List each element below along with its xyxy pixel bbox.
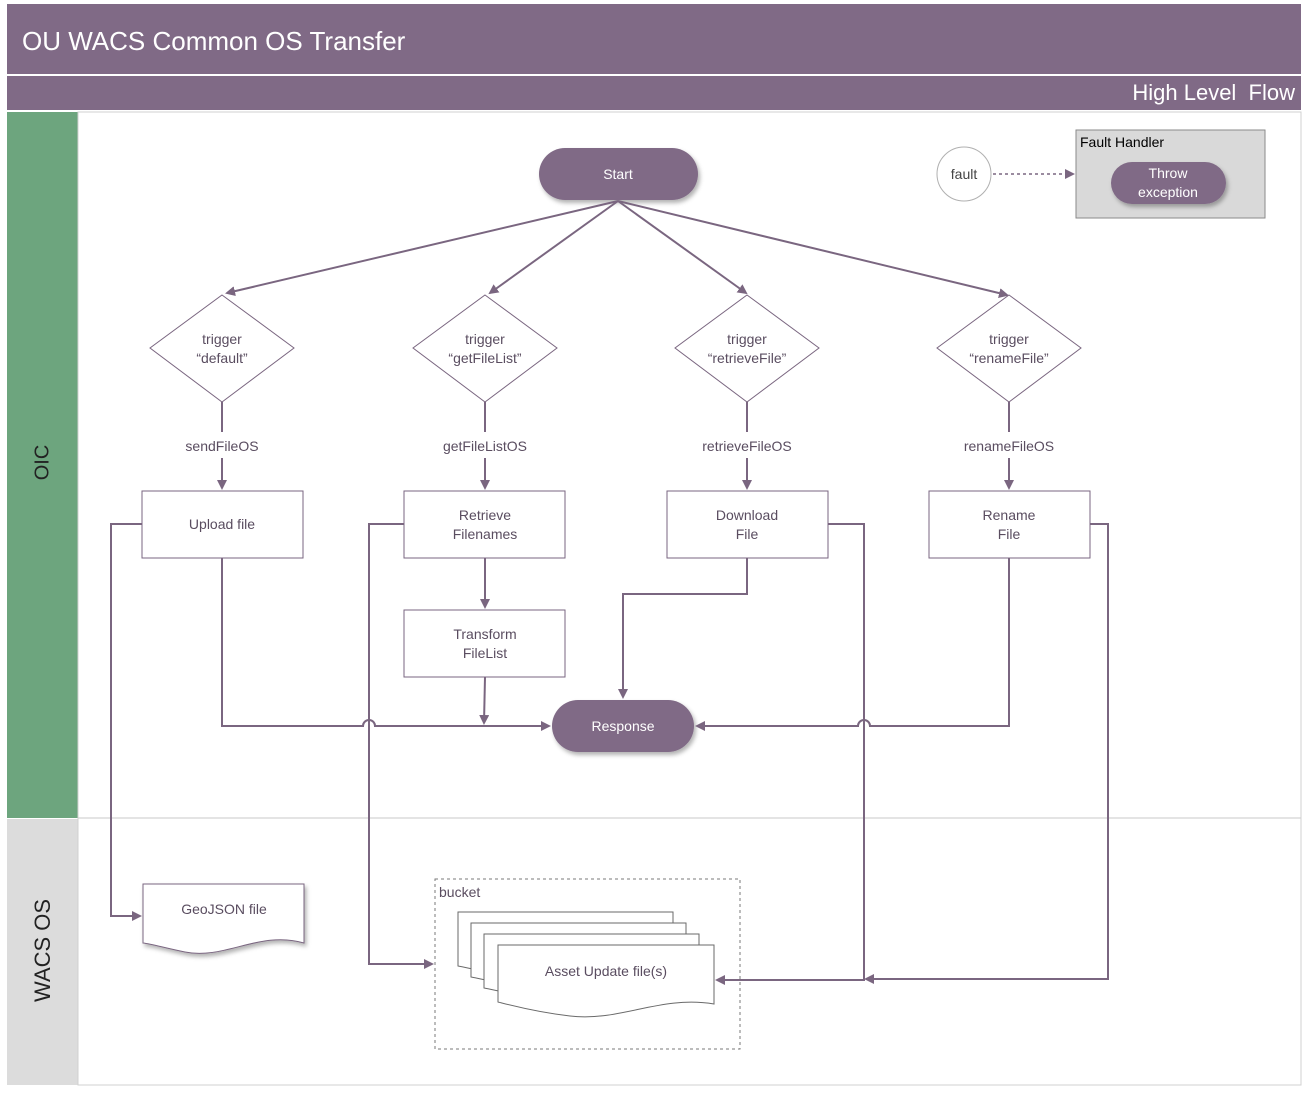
start-label: Start (603, 166, 633, 182)
asset-update-files-label: Asset Update file(s) (545, 963, 667, 979)
download-line1: Download (716, 507, 778, 523)
op-sendfileos: sendFileOS (185, 438, 258, 454)
trigger-renamefile-name: “renameFile” (969, 350, 1049, 366)
throw-exception-node (1111, 162, 1226, 204)
retrieve-line1: Retrieve (459, 507, 511, 523)
throw-line2: exception (1138, 184, 1198, 200)
rename-file-box: Rename File (928, 490, 1091, 559)
upload-file-label: Upload file (189, 516, 255, 532)
trigger-renamefile-word: trigger (989, 331, 1029, 347)
lane-wacs-os: WACS OS (7, 819, 78, 1085)
trigger-getfilelist-word: trigger (465, 331, 505, 347)
op-renamefileos: renameFileOS (964, 438, 1054, 454)
transform-filelist-box: Transform FileList (403, 609, 566, 678)
start-node (539, 148, 698, 200)
storage-connectors (110, 523, 1109, 985)
trigger-getfilelist-diamond: trigger “getFileList” (412, 294, 558, 403)
start-connectors (225, 200, 1009, 298)
diagram-title: OU WACS Common OS Transfer (22, 26, 406, 56)
operation-connectors (217, 402, 1014, 490)
fault-handler-group: Fault Handler Throw exception (1075, 129, 1266, 219)
bucket-label: bucket (439, 884, 480, 900)
fault-handler-title: Fault Handler (1080, 134, 1164, 150)
subtitle-bar: High Level Flow (7, 76, 1301, 110)
geojson-file-document: GeoJSON file (142, 883, 305, 954)
trigger-getfilelist-name: “getFileList” (448, 350, 521, 366)
lane-oic: OIC (7, 112, 78, 818)
title-bar: OU WACS Common OS Transfer (7, 4, 1301, 74)
rename-line1: Rename (983, 507, 1036, 523)
trigger-default-word: trigger (202, 331, 242, 347)
download-file-box: Download File (666, 490, 829, 559)
rename-line2: File (998, 526, 1021, 542)
download-line2: File (736, 526, 759, 542)
trigger-retrievefile-name: “retrieveFile” (708, 350, 787, 366)
trigger-default-diamond: trigger “default” (149, 294, 295, 403)
transform-line1: Transform (453, 626, 516, 642)
response-label: Response (591, 718, 654, 734)
trigger-default-name: “default” (196, 350, 248, 366)
trigger-renamefile-diamond: trigger “renameFile” (936, 294, 1082, 403)
fault-event-label: fault (951, 166, 978, 182)
trigger-retrievefile-word: trigger (727, 331, 767, 347)
upload-file-box: Upload file (141, 490, 304, 559)
geojson-file-label: GeoJSON file (181, 901, 267, 917)
diagram-subtitle: High Level Flow (1132, 80, 1295, 105)
fault-event-circle (936, 146, 992, 202)
transform-line2: FileList (463, 645, 507, 661)
lane-border (77, 111, 1302, 1086)
bucket-container: bucket Asset Update file(s) (434, 878, 741, 1050)
op-getfilelistos: getFileListOS (443, 438, 527, 454)
retrieve-filenames-box: Retrieve Filenames (403, 490, 566, 559)
response-node (552, 700, 694, 752)
retrieve-line2: Filenames (453, 526, 518, 542)
throw-line1: Throw (1149, 165, 1189, 181)
trigger-retrievefile-diamond: trigger “retrieveFile” (674, 294, 820, 403)
op-retrievefileos: retrieveFileOS (702, 438, 791, 454)
